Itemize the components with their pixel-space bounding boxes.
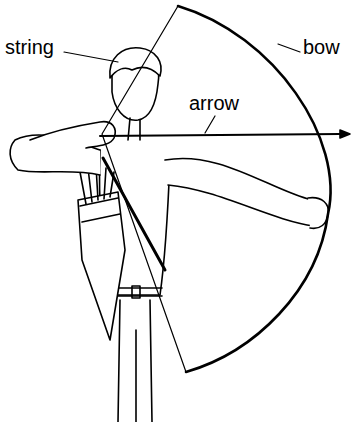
belt — [112, 288, 162, 296]
leader-line — [205, 116, 215, 133]
part-label: arrow — [189, 92, 239, 114]
part-label: string — [5, 36, 54, 58]
quiver — [78, 192, 125, 340]
leader-line — [64, 52, 118, 62]
arrow-shaft — [100, 134, 340, 136]
arrow-head — [340, 130, 350, 138]
bow-arm — [165, 158, 314, 226]
part-label: bow — [303, 36, 340, 58]
bow — [178, 6, 331, 372]
leader-line — [278, 44, 300, 52]
hair — [110, 48, 161, 78]
legs — [118, 300, 152, 422]
buckle — [132, 286, 140, 298]
